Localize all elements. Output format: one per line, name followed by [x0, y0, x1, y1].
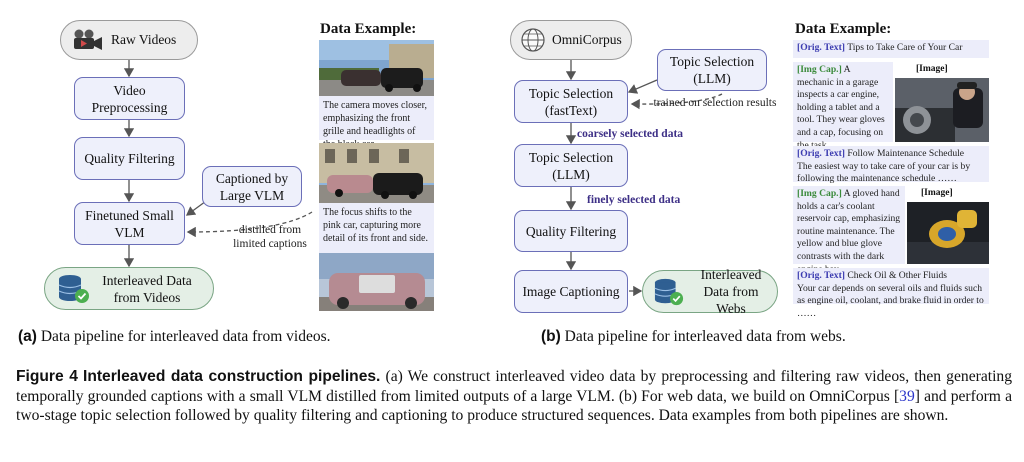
quality-filtering-label: Quality Filtering	[84, 151, 175, 166]
web-image-tag-1: [Image]	[916, 64, 948, 74]
subcaption-a: (a) Data pipeline for interleaved data f…	[18, 328, 331, 345]
quality-filtering-web-node: Quality Filtering	[514, 210, 628, 252]
database-check-icon	[58, 274, 89, 303]
topic-fasttext-label: Topic Selection (fastText)	[528, 85, 614, 118]
finetuned-small-vlm-node: Finetuned Small VLM	[74, 202, 185, 245]
web-orig-text-2: [Orig. Text] Follow Maintenance Schedule…	[793, 146, 989, 184]
figure-caption: Figure 4 Interleaved data construction p…	[16, 367, 1012, 426]
omnicorpus-label: OmniCorpus	[552, 32, 622, 47]
captioned-by-large-vlm-node: Captioned by Large VLM	[202, 166, 302, 207]
trained-on-note: trained on selection results	[653, 97, 777, 109]
citation-link[interactable]: 39	[899, 387, 915, 405]
raw-videos-node: Raw Videos	[60, 20, 198, 60]
left-example-title: Data Example:	[320, 21, 417, 37]
interleaved-webs-label: Interleaved Data from Webs	[700, 267, 762, 316]
distilled-note: distilled from limited captions	[233, 224, 307, 250]
web-image-tag-2: [Image]	[921, 188, 953, 198]
topic-selection-fasttext-node: Topic Selection (fastText)	[514, 80, 628, 123]
video-frame-2	[319, 143, 434, 203]
globe-icon	[521, 28, 545, 52]
coolant-photo	[907, 202, 989, 264]
topic-llm-label: Topic Selection (LLM)	[528, 149, 614, 182]
raw-videos-label: Raw Videos	[111, 32, 177, 47]
image-captioning-label: Image Captioning	[522, 284, 620, 299]
web-img-cap-1: [Img Cap.] A mechanic in a garage inspec…	[793, 62, 893, 151]
captioned-by-label: Captioned by Large VLM	[215, 170, 289, 203]
web-img-cap-2: [Img Cap.] A gloved hand holds a car's c…	[793, 186, 905, 275]
video-frame-1	[319, 40, 434, 96]
quality-filtering-node: Quality Filtering	[74, 137, 185, 180]
right-example-title: Data Example:	[795, 21, 892, 37]
video-caption-2: The focus shifts to the pink car, captur…	[319, 203, 434, 253]
video-frame-3	[319, 253, 434, 311]
omnicorpus-node: OmniCorpus	[510, 20, 632, 60]
web-orig-text-3: [Orig. Text] Check Oil & Other Fluids Yo…	[793, 268, 989, 319]
database-check-icon-web	[654, 278, 684, 305]
figure-title: Interleaved data construction pipelines.	[83, 368, 381, 385]
topic-selection-llm-side-node: Topic Selection (LLM)	[657, 49, 767, 91]
interleaved-videos-node: Interleaved Data from Videos	[44, 267, 214, 310]
mechanic-photo	[895, 78, 989, 142]
video-preprocessing-label: Video Preprocessing	[91, 82, 168, 115]
fine-label: finely selected data	[587, 194, 681, 206]
figure-label: Figure 4	[16, 368, 78, 385]
topic-selection-llm-node: Topic Selection (LLM)	[514, 144, 628, 187]
arrow-llm-side-to-fasttext	[627, 79, 658, 94]
caption-text-2: ] and perform a two-stage topic selectio…	[16, 387, 1012, 425]
web-orig-text-1: [Orig. Text] Tips to Take Care of Your C…	[793, 40, 989, 58]
caption-text-1: (a) We construct interleaved video data …	[16, 368, 1012, 405]
subcaption-b: (b) Data pipeline for interleaved data f…	[541, 328, 846, 345]
interleaved-webs-node: Interleaved Data from Webs	[642, 267, 778, 316]
image-captioning-node: Image Captioning	[514, 270, 628, 313]
quality-filtering-web-label: Quality Filtering	[525, 223, 617, 239]
video-caption-1: The camera moves closer, emphasizing the…	[319, 96, 434, 150]
topic-llm-side-label: Topic Selection (LLM)	[669, 54, 755, 86]
coarse-label: coarsely selected data	[577, 128, 684, 140]
finetuned-label: Finetuned Small VLM	[85, 207, 174, 240]
interleaved-videos-label: Interleaved Data from Videos	[102, 272, 192, 305]
video-preprocessing-node: Video Preprocessing	[74, 77, 185, 120]
video-camera-icon	[74, 29, 102, 50]
